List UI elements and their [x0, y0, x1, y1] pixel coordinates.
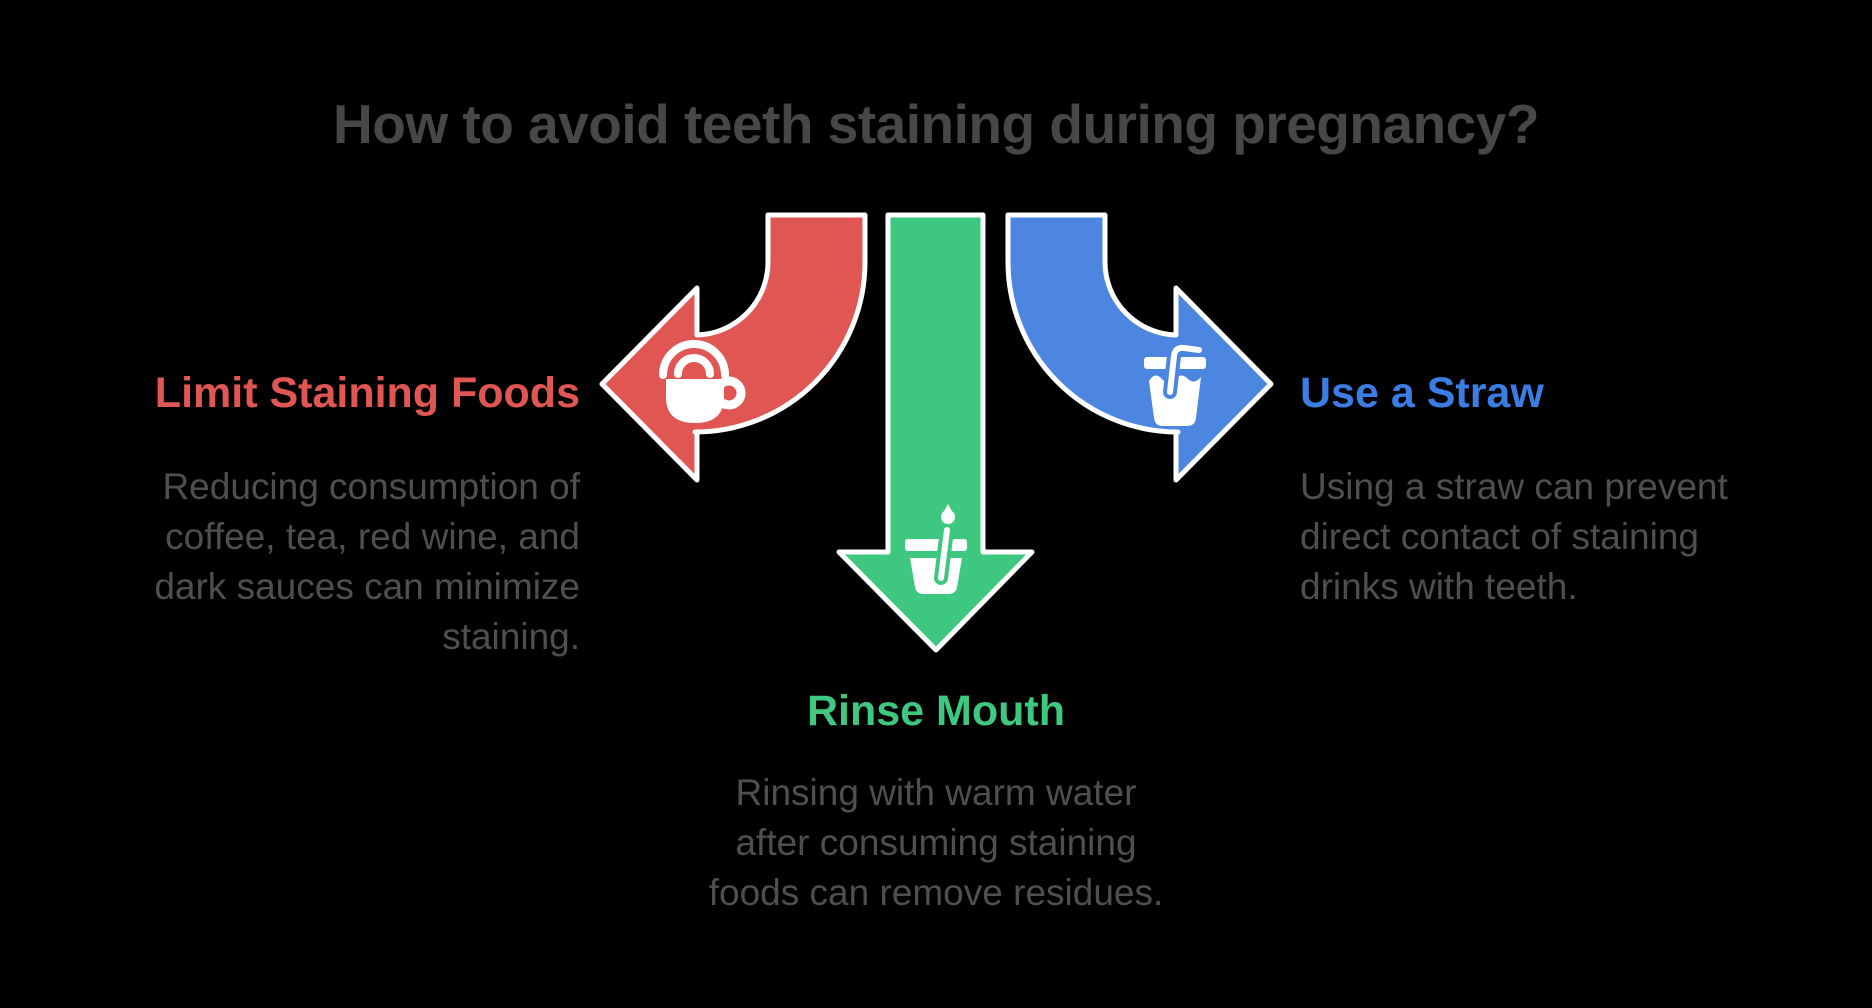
body-line: after consuming staining [735, 822, 1137, 863]
straw-glass-icon [1144, 340, 1206, 426]
item-limit-staining-foods: Limit Staining Foods Reducing consumptio… [88, 368, 580, 662]
item-body-use-a-straw: Using a straw can prevent direct contact… [1300, 462, 1830, 612]
rinse-glass-icon [905, 504, 967, 594]
red-curved-arrow-left [599, 212, 868, 483]
body-line: Using a straw can prevent [1300, 466, 1728, 507]
item-heading-limit-staining-foods: Limit Staining Foods [154, 369, 580, 417]
item-heading-use-a-straw: Use a Straw [1300, 369, 1544, 417]
body-line: coffee, tea, red wine, and [165, 516, 580, 557]
body-line: drinks with teeth. [1300, 566, 1578, 607]
item-body-limit-staining-foods: Reducing consumption of coffee, tea, red… [88, 462, 580, 662]
item-body-rinse-mouth: Rinsing with warm water after consuming … [536, 768, 1336, 918]
body-line: dark sauces can minimize [154, 566, 580, 607]
item-heading-rinse-mouth: Rinse Mouth [807, 687, 1065, 735]
item-rinse-mouth: Rinse Mouth Rinsing with warm water afte… [536, 686, 1336, 918]
item-use-a-straw: Use a Straw Using a straw can prevent di… [1300, 368, 1830, 612]
body-line: Rinsing with warm water [735, 772, 1137, 813]
coffee-cup-icon [659, 340, 746, 423]
blue-curved-arrow-right [1005, 212, 1274, 483]
body-line: direct contact of staining [1300, 516, 1699, 557]
body-line: Reducing consumption of [162, 466, 580, 507]
page-title: How to avoid teeth staining during pregn… [333, 93, 1539, 155]
body-line: foods can remove residues. [708, 872, 1164, 913]
body-line: staining. [442, 616, 580, 657]
green-down-arrow [836, 212, 1035, 653]
